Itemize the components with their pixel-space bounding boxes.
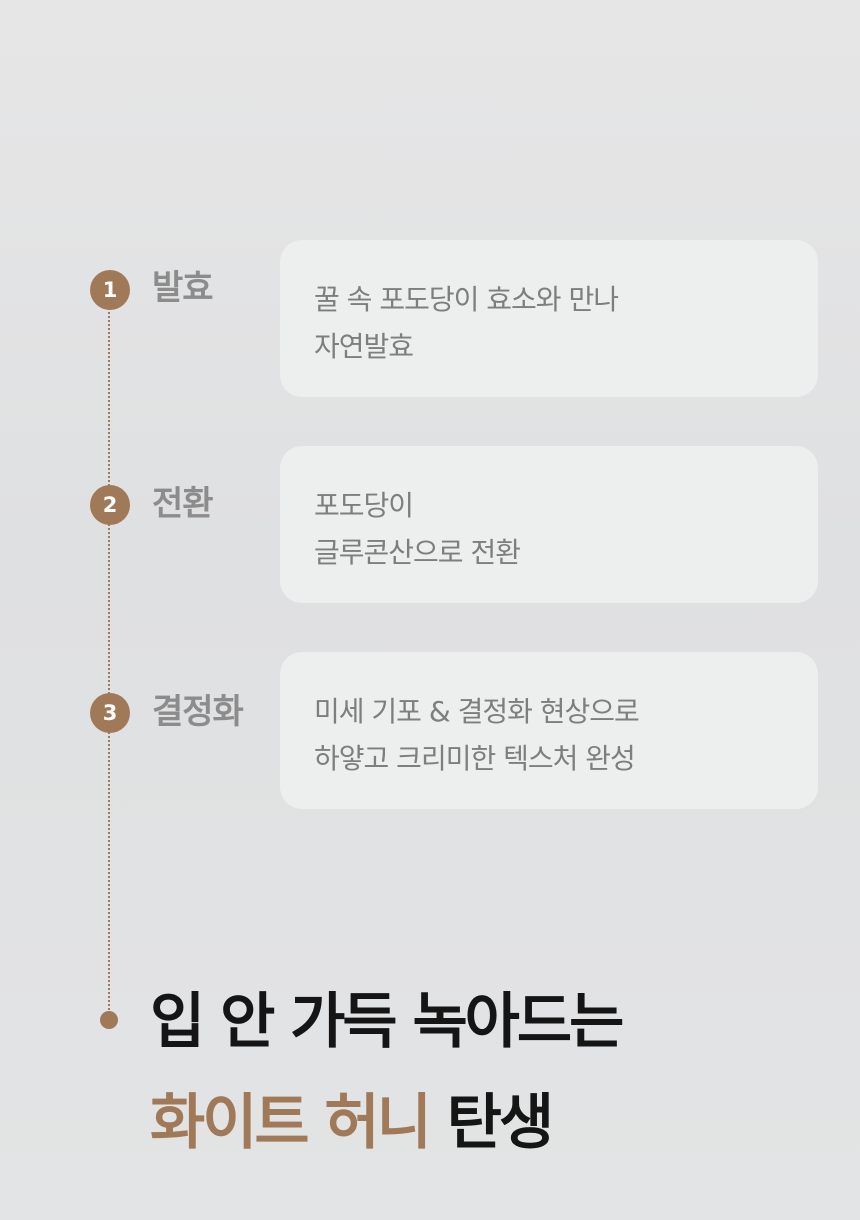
headline-suffix: 탄생	[428, 1088, 554, 1158]
step-1-title: 발효	[152, 268, 214, 308]
step-2-description-line-2: 글루콘산으로 전환	[314, 536, 521, 569]
step-1-number-badge: 1	[90, 270, 130, 310]
headline-line-1: 입 안 가득 녹아드는	[150, 987, 624, 1057]
step-2-number-badge: 2	[90, 485, 130, 525]
step-1-description-line-1: 꿀 속 포도당이 효소와 만나	[314, 283, 619, 316]
step-2-title: 전환	[152, 484, 214, 524]
timeline-dotted-line	[108, 300, 110, 1022]
headline-line-2: 화이트 허니 탄생	[150, 1088, 554, 1158]
step-2-card: 포도당이 글루콘산으로 전환	[280, 446, 818, 603]
timeline-end-dot	[100, 1011, 118, 1029]
step-2-description-line-1: 포도당이	[314, 489, 414, 522]
step-3-title: 결정화	[152, 692, 244, 732]
step-1-description-line-2: 자연발효	[314, 330, 414, 363]
step-3-description-line-2: 하얗고 크리미한 텍스처 완성	[314, 742, 636, 775]
step-3-card: 미세 기포 & 결정화 현상으로 하얗고 크리미한 텍스처 완성	[280, 652, 818, 809]
step-3-number-badge: 3	[90, 693, 130, 733]
step-3-description-line-1: 미세 기포 & 결정화 현상으로	[314, 695, 640, 728]
step-1-card: 꿀 속 포도당이 효소와 만나 자연발효	[280, 240, 818, 397]
headline-accent: 화이트 허니	[150, 1088, 432, 1158]
